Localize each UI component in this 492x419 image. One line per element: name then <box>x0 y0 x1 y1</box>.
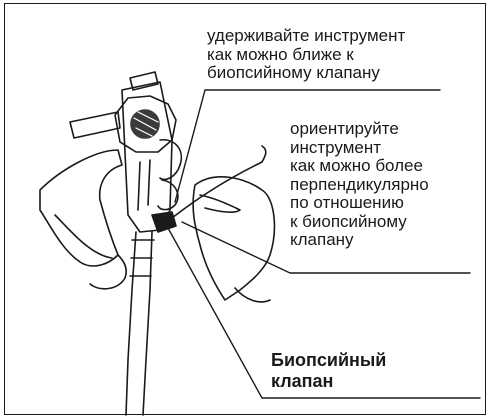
biopsy-valve <box>152 212 176 232</box>
left-hand-fingers <box>90 255 126 289</box>
orient-instruction-label: ориентируйте инструмент как можно более … <box>290 120 460 250</box>
insertion-tube-2 <box>143 232 152 415</box>
insertion-tube <box>126 232 136 415</box>
hold-instruction-label: удерживайте инструмент как можно ближе к… <box>207 27 405 83</box>
biopsy-valve-label: Биопсийный клапан <box>271 350 386 392</box>
right-hand <box>193 177 274 300</box>
control-body-ridge-2 <box>138 162 140 210</box>
instrument-wire <box>172 146 266 218</box>
left-palm <box>55 215 112 258</box>
right-hand-finger <box>200 195 240 212</box>
holding-fingers-2 <box>158 180 178 210</box>
side-tube <box>70 112 120 138</box>
left-hand <box>40 150 122 266</box>
control-body-ridge <box>148 160 150 205</box>
